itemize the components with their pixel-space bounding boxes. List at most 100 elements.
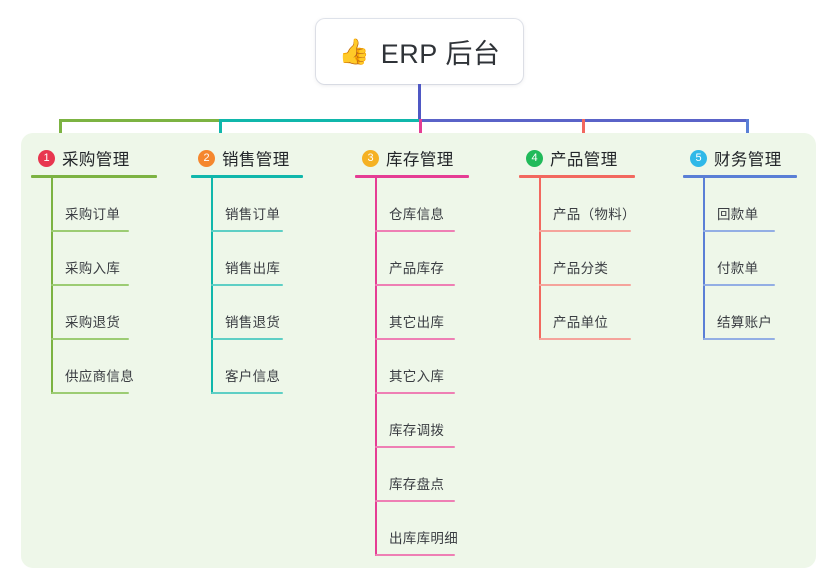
column-items: 采购订单采购入库采购退货供应商信息 bbox=[21, 178, 181, 394]
leaf-item-label: 产品分类 bbox=[553, 261, 609, 276]
leaf-item-rule bbox=[375, 392, 455, 394]
leaf-item-label: 仓库信息 bbox=[389, 207, 445, 222]
leaf-item-label: 产品单位 bbox=[553, 315, 609, 330]
leaf-item-rule bbox=[539, 230, 631, 232]
leaf-item-rule bbox=[375, 500, 455, 502]
leaf-item[interactable]: 其它入库 bbox=[345, 340, 509, 394]
leaf-item-rule bbox=[375, 554, 455, 556]
leaf-item-rule bbox=[375, 446, 455, 448]
leaf-item[interactable]: 付款单 bbox=[673, 232, 816, 286]
leaf-item[interactable]: 客户信息 bbox=[181, 340, 345, 394]
column-badge-4: 4 bbox=[526, 149, 543, 167]
column-items: 产品（物料） 产品分类产品单位 bbox=[509, 178, 673, 340]
leaf-item-label: 采购订单 bbox=[65, 207, 121, 222]
leaf-item-label: 回款单 bbox=[717, 207, 759, 222]
column-badge-2: 2 bbox=[198, 149, 215, 167]
leaf-item-rule bbox=[211, 392, 283, 394]
leaf-item-rule bbox=[211, 230, 283, 232]
column-stem bbox=[211, 178, 213, 394]
leaf-item[interactable]: 销售退货 bbox=[181, 286, 345, 340]
leaf-item-label: 其它入库 bbox=[389, 369, 445, 384]
leaf-item-rule bbox=[375, 230, 455, 232]
column-items: 仓库信息产品库存其它出库其它入库库存调拨库存盘点出库库明细 bbox=[345, 178, 509, 556]
column-title: 财务管理 bbox=[714, 151, 782, 169]
leaf-item[interactable]: 采购入库 bbox=[21, 232, 181, 286]
connector-bar-teal bbox=[219, 119, 421, 122]
leaf-item[interactable]: 库存调拨 bbox=[345, 394, 509, 448]
leaf-item-label: 销售出库 bbox=[225, 261, 281, 276]
root-node[interactable]: 👍 ERP 后台 bbox=[316, 19, 523, 84]
column-badge-3: 3 bbox=[362, 149, 379, 167]
leaf-item-label: 库存调拨 bbox=[389, 423, 445, 438]
column-rule bbox=[683, 175, 797, 178]
leaf-item-label: 其它出库 bbox=[389, 315, 445, 330]
leaf-item-label: 付款单 bbox=[717, 261, 759, 276]
leaf-item[interactable]: 产品单位 bbox=[509, 286, 673, 340]
leaf-item[interactable]: 产品分类 bbox=[509, 232, 673, 286]
leaf-item-rule bbox=[375, 338, 455, 340]
column-rule bbox=[191, 175, 303, 178]
leaf-item-rule bbox=[51, 392, 129, 394]
leaf-item-rule bbox=[539, 338, 631, 340]
column-header-3[interactable]: 3 库存管理 bbox=[345, 147, 509, 169]
leaf-item[interactable]: 回款单 bbox=[673, 178, 816, 232]
leaf-item-label: 库存盘点 bbox=[389, 477, 445, 492]
column-库存管理: 3 库存管理仓库信息产品库存其它出库其它入库库存调拨库存盘点出库库明细 bbox=[345, 147, 509, 556]
leaf-item-label: 销售退货 bbox=[225, 315, 281, 330]
leaf-item-rule bbox=[703, 338, 775, 340]
leaf-item-rule bbox=[51, 284, 129, 286]
column-stem bbox=[51, 178, 53, 394]
column-stem bbox=[375, 178, 377, 556]
root-stem bbox=[418, 84, 421, 122]
leaf-item[interactable]: 其它出库 bbox=[345, 286, 509, 340]
leaf-item[interactable]: 采购订单 bbox=[21, 178, 181, 232]
connector-bar-green bbox=[59, 119, 221, 122]
leaf-item-rule bbox=[375, 284, 455, 286]
leaf-item[interactable]: 库存盘点 bbox=[345, 448, 509, 502]
column-rule bbox=[31, 175, 157, 178]
leaf-item-label: 产品库存 bbox=[389, 261, 445, 276]
column-rule bbox=[519, 175, 635, 178]
leaf-item[interactable]: 结算账户 bbox=[673, 286, 816, 340]
column-stem bbox=[539, 178, 541, 340]
column-header-4[interactable]: 4 产品管理 bbox=[509, 147, 673, 169]
leaf-item-label: 供应商信息 bbox=[65, 369, 134, 384]
leaf-item[interactable]: 产品（物料） bbox=[509, 178, 673, 232]
leaf-item-rule bbox=[211, 338, 283, 340]
leaf-item[interactable]: 采购退货 bbox=[21, 286, 181, 340]
column-产品管理: 4 产品管理产品（物料） 产品分类产品单位 bbox=[509, 147, 673, 340]
leaf-item[interactable]: 仓库信息 bbox=[345, 178, 509, 232]
column-title: 产品管理 bbox=[550, 151, 618, 169]
leaf-item-rule bbox=[539, 284, 631, 286]
leaf-item[interactable]: 销售订单 bbox=[181, 178, 345, 232]
thumbs-up-icon: 👍 bbox=[338, 37, 370, 66]
leaf-item-rule bbox=[51, 338, 129, 340]
leaf-item-label: 出库库明细 bbox=[389, 531, 458, 546]
column-财务管理: 5 财务管理回款单付款单结算账户 bbox=[673, 147, 816, 340]
leaf-item-rule bbox=[703, 284, 775, 286]
leaf-item-label: 采购退货 bbox=[65, 315, 121, 330]
leaf-item[interactable]: 供应商信息 bbox=[21, 340, 181, 394]
column-items: 回款单付款单结算账户 bbox=[673, 178, 816, 340]
leaf-item-rule bbox=[51, 230, 129, 232]
leaf-item-rule bbox=[211, 284, 283, 286]
column-title: 库存管理 bbox=[386, 151, 454, 169]
leaf-item-label: 销售订单 bbox=[225, 207, 281, 222]
leaf-item-rule bbox=[703, 230, 775, 232]
leaf-item[interactable]: 出库库明细 bbox=[345, 502, 509, 556]
column-items: 销售订单销售出库销售退货客户信息 bbox=[181, 178, 345, 394]
column-销售管理: 2 销售管理销售订单销售出库销售退货客户信息 bbox=[181, 147, 345, 394]
column-header-2[interactable]: 2 销售管理 bbox=[181, 147, 345, 169]
column-title: 销售管理 bbox=[222, 151, 290, 169]
root-title: ERP 后台 bbox=[380, 39, 501, 69]
leaf-item[interactable]: 产品库存 bbox=[345, 232, 509, 286]
column-rule bbox=[355, 175, 469, 178]
column-header-5[interactable]: 5 财务管理 bbox=[673, 147, 816, 169]
column-stem bbox=[703, 178, 705, 340]
column-badge-5: 5 bbox=[690, 149, 707, 167]
column-badge-1: 1 bbox=[38, 149, 55, 167]
root-node-content: 👍 ERP 后台 bbox=[339, 32, 501, 71]
leaf-item[interactable]: 销售出库 bbox=[181, 232, 345, 286]
